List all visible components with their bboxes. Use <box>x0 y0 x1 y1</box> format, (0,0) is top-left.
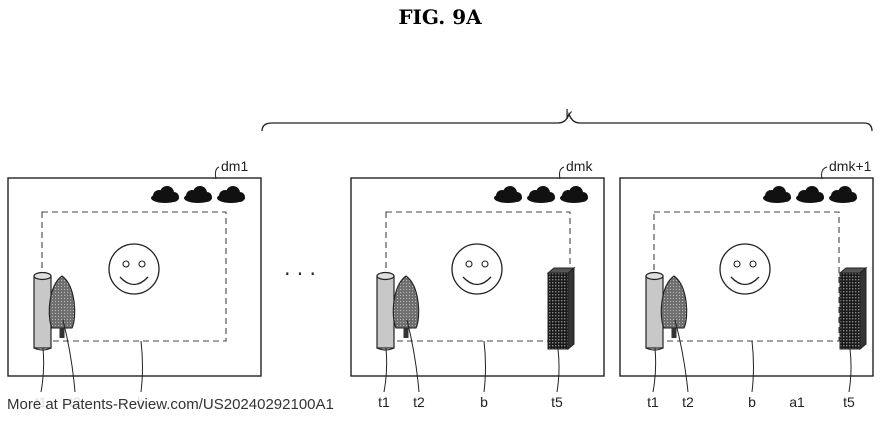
tree-object <box>48 275 76 338</box>
frame-border <box>7 177 262 377</box>
tree-object <box>392 275 420 338</box>
leader-line <box>62 319 76 393</box>
cylinder-object <box>33 271 52 351</box>
part-label-t1: t1 <box>647 394 659 410</box>
frame-dmk: dmk t1 t2 b t5 <box>350 158 605 410</box>
cloud-icon <box>184 186 212 203</box>
leader-line <box>556 348 560 393</box>
leader-line <box>751 340 754 393</box>
leader-line <box>848 348 852 393</box>
cloud-icon <box>217 186 245 203</box>
frame-dmk1: dmk+1 t1 t2 b a1 t5 <box>619 158 874 410</box>
part-label-t5: t5 <box>843 394 855 410</box>
leader-line <box>674 319 689 393</box>
tree-object <box>660 275 688 338</box>
cloud-icon <box>494 186 522 203</box>
smiley-face-icon <box>108 243 160 295</box>
footer-source: More at Patents-Review.com/US20240292100… <box>7 396 334 413</box>
cylinder-object <box>645 271 664 351</box>
part-label-t1: t1 <box>378 394 390 410</box>
smiley-face-icon <box>451 243 503 295</box>
building-object <box>546 266 576 351</box>
part-label-b: b <box>480 394 488 410</box>
ellipsis: · · · <box>284 262 316 286</box>
figure-title: FIG. 9A <box>398 5 482 29</box>
frame-border <box>350 177 605 377</box>
frame-label: dmk <box>566 158 593 174</box>
frame-label: dm1 <box>221 158 248 174</box>
part-label-t2: t2 <box>413 394 425 410</box>
leader-line <box>652 347 657 393</box>
frame-border <box>619 177 874 377</box>
part-label-t5: t5 <box>551 394 563 410</box>
part-label-b: b <box>748 394 756 410</box>
frame-dm1: dm1t1t2b <box>7 158 262 410</box>
part-label-t2: t2 <box>682 394 694 410</box>
cloud-icon <box>763 186 791 203</box>
smiley-face-icon <box>719 243 771 295</box>
leader-line <box>140 340 143 393</box>
cloud-icon <box>560 186 588 203</box>
k-brace <box>261 111 873 132</box>
cloud-icon <box>527 186 555 203</box>
leader-line <box>383 347 388 393</box>
building-object <box>838 266 868 351</box>
brace-label: k <box>566 106 574 122</box>
frame-label: dmk+1 <box>829 158 872 174</box>
cloud-icon <box>796 186 824 203</box>
leader-line <box>483 340 486 393</box>
frame-label-leader <box>214 166 220 180</box>
cloud-icon <box>151 186 179 203</box>
cylinder-object <box>376 271 395 351</box>
leader-line <box>406 319 420 393</box>
leader-line <box>40 347 45 393</box>
frame-label-leader <box>559 166 565 180</box>
part-label-a1: a1 <box>789 394 805 410</box>
frame-label-leader <box>821 166 828 180</box>
cloud-icon <box>829 186 857 203</box>
